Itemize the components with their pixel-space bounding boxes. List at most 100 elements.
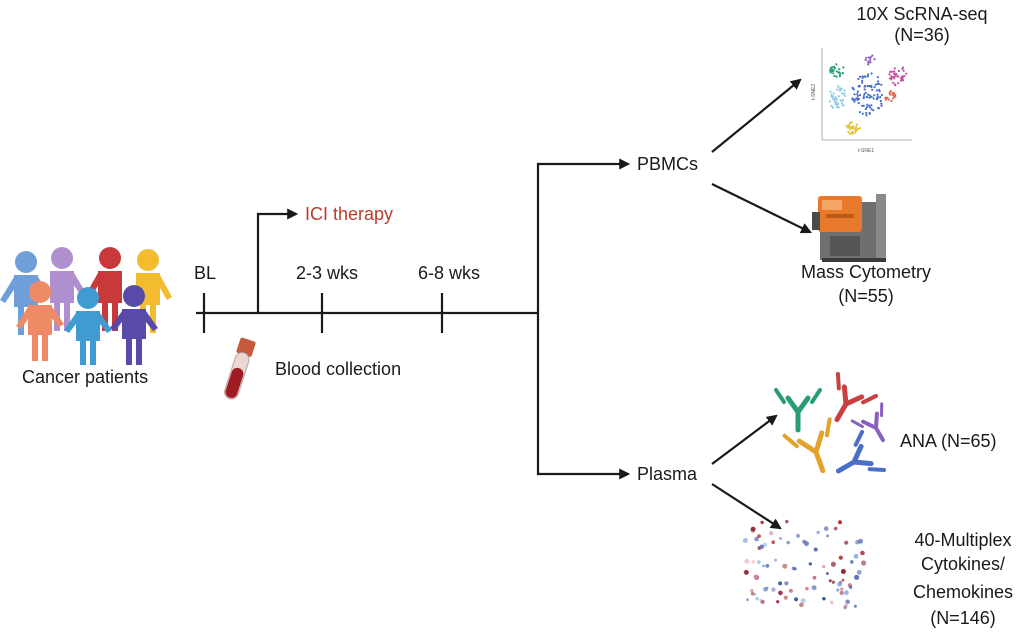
cytokine-dot — [744, 558, 750, 564]
cluster-dot — [870, 104, 873, 107]
cluster-dot — [873, 58, 876, 61]
cluster-dot — [868, 96, 871, 99]
therapy-label: ICI therapy — [305, 204, 393, 224]
person-icon — [110, 285, 158, 365]
cluster-dot — [850, 131, 854, 134]
cytokine-dot — [765, 564, 770, 568]
cluster-dot — [865, 112, 868, 115]
cytokine-dot — [788, 588, 793, 593]
cluster-dot — [829, 90, 832, 93]
cyto-line2: Cytokines/ — [921, 554, 1005, 574]
cytokine-dot — [855, 539, 860, 545]
cytokine-dot — [823, 526, 829, 531]
cluster-dot — [855, 123, 858, 126]
cluster-dot — [832, 92, 835, 95]
cluster-dot — [889, 93, 892, 96]
cluster-dot — [847, 130, 850, 133]
cluster-dot — [876, 95, 879, 99]
cytokine-dot — [808, 562, 812, 566]
tsne-clusters — [828, 54, 908, 135]
cytokine-dot — [860, 550, 865, 556]
cluster-dot — [848, 125, 852, 128]
ana-label: ANA (N=65) — [900, 431, 997, 451]
week1-label: 2-3 wks — [296, 263, 358, 283]
therapy-arrow — [256, 208, 299, 313]
cluster-dot — [853, 93, 856, 96]
cluster-dot — [861, 75, 864, 78]
cluster-dot — [887, 98, 890, 101]
cluster-dot — [867, 93, 870, 96]
cytokine-dot — [839, 580, 842, 584]
cluster-dot — [856, 127, 860, 130]
cluster-dot — [862, 97, 865, 100]
cluster-dot — [877, 107, 881, 110]
cluster-dot — [842, 99, 845, 102]
cluster-dot — [842, 66, 845, 69]
cluster-dot — [892, 81, 895, 84]
scrna-n: (N=36) — [894, 25, 950, 45]
cluster-dot — [876, 82, 879, 85]
cytokine-dot — [833, 526, 838, 531]
cluster-dot — [843, 94, 846, 97]
cytokine-dot — [853, 553, 859, 559]
cytokine-dot — [825, 572, 829, 575]
patients-group-icon — [0, 247, 172, 365]
cytokine-dot — [844, 590, 849, 596]
cluster-dot — [855, 129, 858, 132]
cluster-dot — [835, 70, 838, 73]
cluster-dot — [880, 102, 883, 105]
cluster-dot — [830, 93, 833, 96]
cluster-dot — [849, 128, 852, 131]
cluster-dot — [902, 69, 905, 72]
cluster-dot — [870, 108, 873, 111]
person-icon — [64, 287, 112, 365]
cytokine-dot — [763, 542, 768, 547]
mass-title: Mass Cytometry — [801, 262, 931, 282]
cytokine-dot — [854, 574, 860, 580]
person-icon — [16, 281, 64, 361]
cluster-dot — [893, 67, 896, 70]
cluster-dot — [840, 92, 844, 95]
cluster-dot — [856, 90, 859, 93]
cluster-dot — [857, 102, 860, 105]
cytokine-dot — [783, 595, 788, 600]
cluster-dot — [862, 95, 866, 98]
mass-n: (N=55) — [838, 286, 894, 306]
cytokine-dot — [800, 598, 806, 604]
antibody-icon — [782, 417, 832, 474]
cluster-dot — [888, 73, 891, 76]
cluster-dot — [888, 91, 891, 94]
cluster-dot — [870, 84, 873, 87]
cluster-dot — [857, 97, 861, 101]
cytokine-dot — [760, 520, 764, 525]
cluster-dot — [890, 99, 893, 102]
cytokine-dot — [763, 587, 768, 592]
cluster-dot — [897, 82, 900, 85]
cluster-dot — [873, 86, 876, 89]
cluster-dot — [828, 100, 832, 103]
cluster-dot — [861, 79, 864, 82]
cluster-dot — [889, 90, 893, 93]
cytokine-dot — [831, 580, 836, 584]
cytokine-dot — [742, 538, 748, 543]
cluster-dot — [872, 97, 875, 100]
cluster-dot — [867, 61, 871, 64]
cytokine-dot — [796, 533, 801, 538]
cluster-dot — [868, 94, 872, 97]
cluster-dot — [851, 86, 854, 89]
cytokine-dot — [826, 534, 829, 538]
tsne-plot: t-SNE1 t-SNE2 — [811, 48, 912, 154]
cluster-dot — [831, 106, 835, 109]
cluster-dot — [884, 98, 888, 101]
cytokine-dot — [839, 590, 844, 596]
cluster-dot — [864, 75, 867, 78]
cytokine-dot — [757, 534, 761, 538]
cluster-dot — [833, 74, 836, 78]
cluster-dot — [871, 54, 874, 57]
cluster-dot — [841, 72, 844, 75]
cluster-dot — [870, 95, 873, 98]
cytokine-dot — [769, 531, 774, 536]
cluster-dot — [889, 70, 892, 73]
antibody-icon — [834, 371, 879, 423]
cluster-dot — [880, 93, 884, 97]
